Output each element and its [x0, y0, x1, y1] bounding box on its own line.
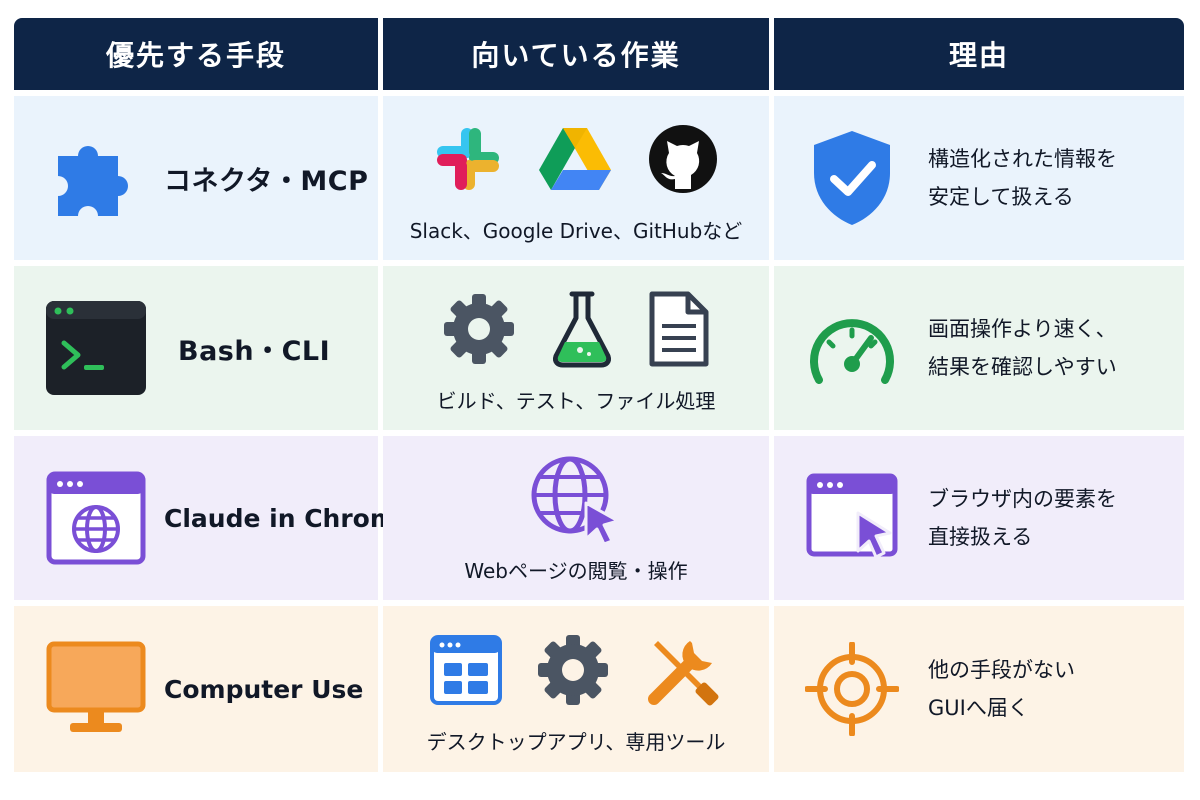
reason-line-2: 直接扱える [928, 525, 1033, 549]
globe-cursor-icon [528, 453, 624, 545]
speedometer-icon [804, 298, 900, 398]
method-cell-chrome: Claude in Chrome [14, 436, 413, 600]
reason-line-2: 結果を確認しやすい [928, 355, 1117, 379]
reason-line-1: 構造化された情報を [928, 147, 1117, 171]
gear-icon [536, 633, 610, 707]
header-method: 優先する手段 [14, 18, 378, 90]
reason-line-2: GUIへ届く [928, 696, 1029, 720]
reason-line-1: 他の手段がない [928, 658, 1075, 682]
puzzle-icon [44, 126, 148, 230]
task-caption: ビルド、テスト、ファイル処理 [436, 388, 716, 413]
task-cell-chrome: Webページの閲覧・操作 [383, 436, 769, 600]
method-name: Claude in Chrome [164, 503, 413, 533]
task-caption: Webページの閲覧・操作 [464, 558, 688, 583]
github-icon [647, 123, 719, 195]
reason-cell-bash: 画面操作より速く、 結果を確認しやすい [774, 266, 1184, 430]
header-reason: 理由 [774, 18, 1184, 90]
task-cell-computer-use: デスクトップアプリ、専用ツール [383, 606, 769, 772]
task-cell-mcp: Slack、Google Drive、GitHubなど [383, 96, 769, 260]
method-name: Computer Use [164, 674, 364, 704]
app-window-icon [430, 634, 502, 705]
task-cell-bash: ビルド、テスト、ファイル処理 [383, 266, 769, 430]
gear-icon [442, 292, 516, 366]
method-cell-mcp: コネクタ・MCP [14, 96, 378, 260]
reason-cell-mcp: 構造化された情報を 安定して扱える [774, 96, 1184, 260]
method-cell-computer-use: Computer Use [14, 606, 378, 772]
method-cell-bash: Bash・CLI [14, 266, 378, 430]
browser-globe-icon [44, 466, 148, 570]
method-name: Bash・CLI [178, 335, 331, 367]
google-drive-icon [537, 124, 613, 194]
method-name: コネクタ・MCP [164, 165, 369, 197]
target-icon [804, 639, 900, 739]
task-caption: Slack、Google Drive、GitHubなど [409, 218, 743, 243]
browser-cursor-icon [804, 468, 900, 568]
tools-icon [644, 631, 722, 709]
header-task: 向いている作業 [383, 18, 769, 90]
reason-cell-computer-use: 他の手段がない GUIへ届く [774, 606, 1184, 772]
shield-check-icon [804, 128, 900, 228]
reason-line-1: ブラウザ内の要素を [928, 487, 1117, 511]
comparison-table: 優先する手段 向いている作業 理由 コネクタ・MCP [14, 18, 1184, 782]
reason-line-1: 画面操作より速く、 [928, 317, 1117, 341]
terminal-icon [44, 296, 148, 400]
reason-cell-chrome: ブラウザ内の要素を 直接扱える [774, 436, 1184, 600]
flask-icon [550, 290, 614, 368]
task-caption: デスクトップアプリ、専用ツール [426, 729, 726, 754]
monitor-icon [44, 637, 148, 741]
document-icon [648, 290, 710, 368]
reason-line-2: 安定して扱える [928, 185, 1074, 209]
slack-icon [433, 124, 503, 194]
